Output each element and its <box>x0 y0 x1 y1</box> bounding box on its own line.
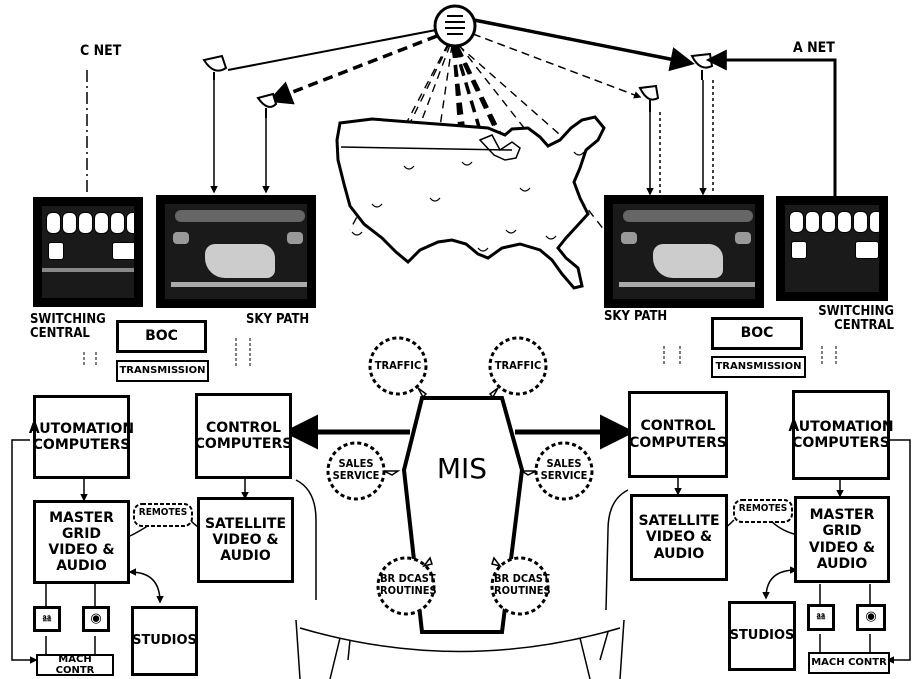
caption-switching-central-right: SWITCHING CENTRAL <box>812 305 894 332</box>
machine-icon-left-2: ◉ <box>82 606 110 632</box>
monitor-sky-path-right <box>604 195 764 308</box>
caption-sky-path-left: SKY PATH <box>246 313 309 327</box>
boc-box-right: BOC <box>711 317 803 350</box>
traffic-label-left: TRAFFIC <box>373 360 423 372</box>
remotes-label-left: REMOTES <box>138 508 188 519</box>
monitor-sky-path-left <box>156 195 316 308</box>
net-label-right: A NET <box>793 41 835 56</box>
boc-box-left: BOC <box>116 320 207 353</box>
mach-contr-box-right: MACH CONTR <box>808 652 890 674</box>
machine-icon-right-1: ⎂ <box>807 604 835 631</box>
machine-icon-left-1: ⎂ <box>33 606 61 632</box>
net-label-left: C NET <box>80 44 121 59</box>
remotes-label-right: REMOTES <box>738 504 788 515</box>
caption-sky-path-right: SKY PATH <box>604 310 667 324</box>
machine-icon-right-2: ◉ <box>856 604 886 631</box>
uplink-right-1 <box>474 20 690 63</box>
monitor-switching-central-left <box>33 197 143 307</box>
traffic-label-right: TRAFFIC <box>493 360 543 372</box>
mis-label: MIS <box>432 454 492 483</box>
uplink-right-2 <box>473 34 640 97</box>
transmission-box-left: TRANSMISSION <box>116 360 209 382</box>
transmission-box-right: TRANSMISSION <box>711 356 806 378</box>
satellite-icon <box>435 6 475 46</box>
monitor-switching-central-right <box>776 196 888 301</box>
caption-switching-central-left: SWITCHING CENTRAL <box>30 313 110 340</box>
studios-box-left: STUDIOS <box>131 606 198 676</box>
mach-contr-box-left: MACH CONTR <box>36 654 114 676</box>
studios-box-right: STUDIOS <box>728 601 796 671</box>
us-map <box>337 117 604 288</box>
